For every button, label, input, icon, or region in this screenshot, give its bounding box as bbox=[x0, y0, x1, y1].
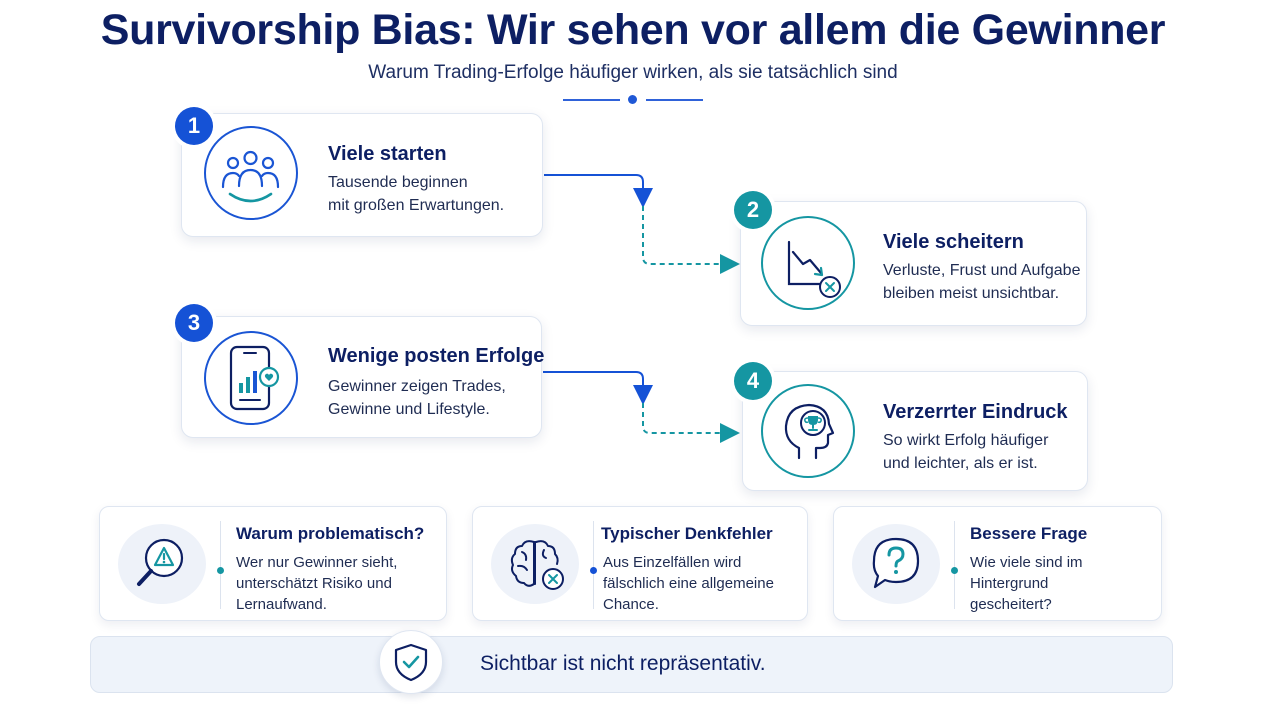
connector-step1-step2 bbox=[544, 174, 740, 274]
step-3-title: Wenige posten Erfolge bbox=[328, 345, 545, 367]
info-2-text: Aus Einzelfällen wird fälschlich eine al… bbox=[603, 554, 774, 613]
step-card-4: Verzerrter Eindruck So wirkt Erfolg häuf… bbox=[742, 371, 1088, 491]
people-group-icon bbox=[221, 150, 280, 203]
step-3-icon-circle bbox=[204, 331, 298, 425]
page-subtitle: Warum Trading-Erfolge häufiger wirken, a… bbox=[368, 62, 898, 83]
step-4-icon-circle bbox=[761, 384, 855, 478]
step-2-badge: 2 bbox=[734, 191, 772, 229]
footer-badge bbox=[379, 630, 443, 694]
info-1-text: Wer nur Gewinner sieht, unterschätzt Ris… bbox=[236, 554, 398, 613]
footer-banner bbox=[90, 636, 1173, 693]
page-title: Survivorship Bias: Wir sehen vor allem d… bbox=[100, 6, 1166, 54]
info-3-text: Wie viele sind im Hintergrund gescheiter… bbox=[970, 554, 1083, 613]
step-card-2: Viele scheitern Verluste, Frust und Aufg… bbox=[740, 201, 1087, 326]
step-1-badge: 1 bbox=[175, 107, 213, 145]
divider-right bbox=[646, 99, 703, 101]
connector-step3-step4 bbox=[543, 371, 740, 443]
step-4-text: So wirkt Erfolg häufiger und leichter, a… bbox=[883, 432, 1049, 472]
brain-error-icon bbox=[510, 540, 564, 590]
info-3-separator-dot bbox=[951, 567, 958, 574]
info-2-icon-bg bbox=[491, 524, 579, 604]
smartphone-chart-icon bbox=[229, 345, 280, 411]
footer-text: Sichtbar ist nicht repräsentativ. bbox=[480, 652, 766, 675]
info-1-icon-bg bbox=[118, 524, 206, 604]
declining-chart-icon bbox=[787, 240, 841, 298]
step-4-title: Verzerrter Eindruck bbox=[883, 401, 1068, 423]
info-1-separator bbox=[220, 521, 221, 609]
head-trophy-icon bbox=[784, 403, 835, 460]
info-card-problem: Warum problematisch? Wer nur Gewinner si… bbox=[99, 506, 447, 621]
step-3-text: Gewinner zeigen Trades, Gewinne und Life… bbox=[328, 378, 506, 418]
info-card-fallacy: Typischer Denkfehler Aus Einzelfällen wi… bbox=[472, 506, 808, 621]
warning-magnifier-icon bbox=[137, 538, 184, 586]
info-2-title: Typischer Denkfehler bbox=[601, 524, 773, 543]
question-bubble-icon bbox=[872, 537, 920, 589]
info-3-title: Bessere Frage bbox=[970, 524, 1088, 543]
step-card-1: Viele starten Tausende beginnen mit groß… bbox=[181, 113, 543, 237]
shield-check-icon bbox=[394, 643, 428, 682]
divider-left bbox=[563, 99, 620, 101]
info-3-separator bbox=[954, 521, 955, 609]
info-1-separator-dot bbox=[217, 567, 224, 574]
info-2-separator-dot bbox=[590, 567, 597, 574]
step-3-badge: 3 bbox=[175, 304, 213, 342]
info-card-question: Bessere Frage Wie viele sind im Hintergr… bbox=[833, 506, 1162, 621]
divider-dot bbox=[628, 95, 637, 104]
step-4-badge: 4 bbox=[734, 362, 772, 400]
step-2-title: Viele scheitern bbox=[883, 231, 1024, 253]
step-2-icon-circle bbox=[761, 216, 855, 310]
step-1-text: Tausende beginnen mit großen Erwartungen… bbox=[328, 174, 505, 214]
step-2-text: Verluste, Frust und Aufgabe bleiben meis… bbox=[883, 262, 1081, 302]
info-3-icon-bg bbox=[852, 524, 940, 604]
step-card-3: Wenige posten Erfolge Gewinner zeigen Tr… bbox=[181, 316, 545, 438]
step-1-icon-circle bbox=[204, 126, 298, 220]
info-2-separator bbox=[593, 521, 594, 609]
info-1-title: Warum problematisch? bbox=[236, 524, 425, 543]
step-1-title: Viele starten bbox=[328, 143, 447, 165]
